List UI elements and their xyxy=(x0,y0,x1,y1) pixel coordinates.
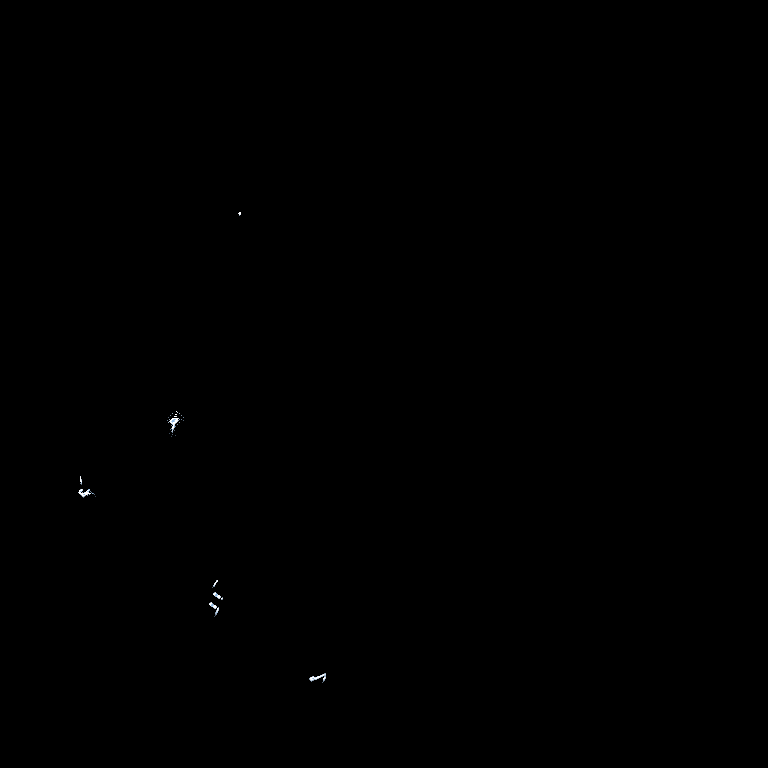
speckle-field-canvas xyxy=(0,0,768,768)
image-canvas: Dark Field Speckle Frame Near-black full… xyxy=(0,0,768,768)
